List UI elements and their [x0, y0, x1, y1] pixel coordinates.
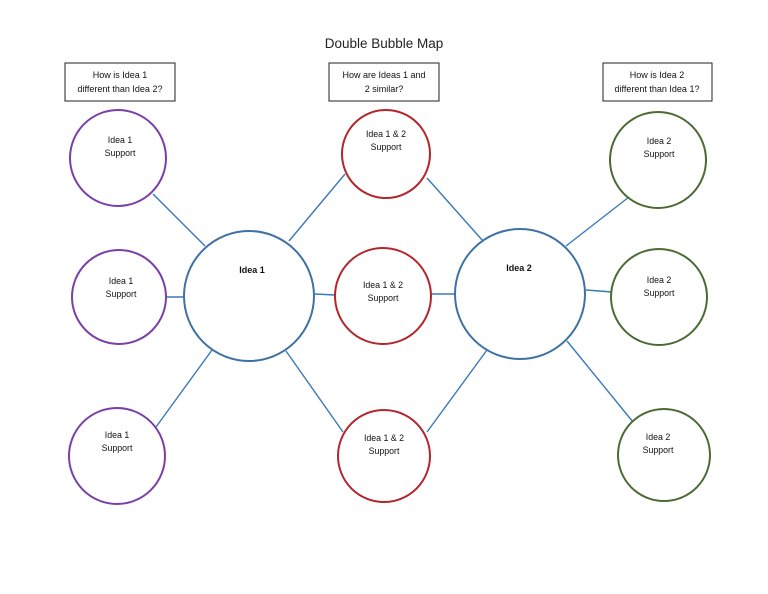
right-support-1-line-2: Support	[644, 149, 675, 159]
question-middle-line-2: 2 similar?	[365, 84, 404, 94]
right-support-3-line-1: Idea 2	[646, 432, 671, 442]
middle-support-1-line-2: Support	[371, 142, 402, 152]
idea-2-bubble: Idea 2	[454, 228, 586, 360]
right-support-3-line-2: Support	[643, 445, 674, 455]
middle-support-bubble-1: Idea 1 & 2 Support	[341, 109, 431, 199]
left-support-bubble-2: Idea 1 Support	[71, 249, 167, 345]
left-support-2-line-1: Idea 1	[109, 276, 134, 286]
connector-idea2-middle-top	[426, 177, 484, 242]
right-support-bubble-3: Idea 2 Support	[617, 408, 711, 502]
right-support-circle	[610, 248, 708, 346]
connector-idea2-middle-bottom	[426, 349, 488, 433]
question-left-line-1: How is Idea 1	[93, 70, 148, 80]
left-support-bubble-3: Idea 1 Support	[68, 407, 166, 505]
right-support-circle	[609, 111, 707, 209]
connector-idea1-middle-mid	[314, 293, 336, 296]
middle-support-3-line-2: Support	[369, 446, 400, 456]
left-support-3-line-1: Idea 1	[105, 430, 130, 440]
middle-support-circle	[341, 109, 431, 199]
connector-idea2-right-mid	[585, 289, 613, 293]
left-support-3-line-2: Support	[102, 443, 133, 453]
middle-support-circle	[337, 409, 431, 503]
right-support-2-line-1: Idea 2	[647, 275, 672, 285]
right-support-2-line-2: Support	[644, 288, 675, 298]
left-support-bubble-1: Idea 1 Support	[69, 109, 167, 207]
connector-idea1-middle-top	[288, 173, 346, 242]
left-support-circle	[71, 249, 167, 345]
left-support-1-line-2: Support	[105, 148, 136, 158]
idea-1-label: Idea 1	[239, 265, 265, 275]
left-support-2-line-2: Support	[106, 289, 137, 299]
question-left-line-2: different than Idea 2?	[78, 84, 163, 94]
middle-support-1-line-1: Idea 1 & 2	[366, 129, 406, 139]
idea-2-label: Idea 2	[506, 263, 532, 273]
right-support-bubble-2: Idea 2 Support	[610, 248, 708, 346]
connector-lines	[152, 173, 634, 433]
map-title: Double Bubble Map	[325, 36, 444, 51]
connector-idea2-right-bottom	[566, 340, 634, 423]
middle-support-bubble-3: Idea 1 & 2 Support	[337, 409, 431, 503]
middle-support-3-line-1: Idea 1 & 2	[364, 433, 404, 443]
right-support-1-line-1: Idea 2	[647, 136, 672, 146]
connector-idea2-right-top	[565, 196, 630, 247]
middle-support-circle	[334, 247, 432, 345]
question-middle-line-1: How are Ideas 1 and	[342, 70, 425, 80]
connector-idea1-middle-bottom	[285, 350, 344, 433]
middle-support-2-line-1: Idea 1 & 2	[363, 280, 403, 290]
question-box-middle: How are Ideas 1 and 2 similar?	[328, 62, 440, 102]
right-support-bubble-1: Idea 2 Support	[609, 111, 707, 209]
idea-2-circle	[454, 228, 586, 360]
left-support-circle	[68, 407, 166, 505]
left-support-circle	[69, 109, 167, 207]
connector-idea1-left-top	[152, 193, 206, 247]
question-right-line-1: How is Idea 2	[630, 70, 685, 80]
middle-support-2-line-2: Support	[368, 293, 399, 303]
idea-1-bubble: Idea 1	[183, 230, 315, 362]
connector-idea1-left-bottom	[155, 349, 213, 428]
right-support-circle	[617, 408, 711, 502]
idea-1-circle	[183, 230, 315, 362]
question-right-line-2: different than Idea 1?	[615, 84, 700, 94]
question-box-right: How is Idea 2 different than Idea 1?	[602, 62, 713, 102]
middle-support-bubble-2: Idea 1 & 2 Support	[334, 247, 432, 345]
question-box-left: How is Idea 1 different than Idea 2?	[64, 62, 176, 102]
left-support-1-line-1: Idea 1	[108, 135, 133, 145]
